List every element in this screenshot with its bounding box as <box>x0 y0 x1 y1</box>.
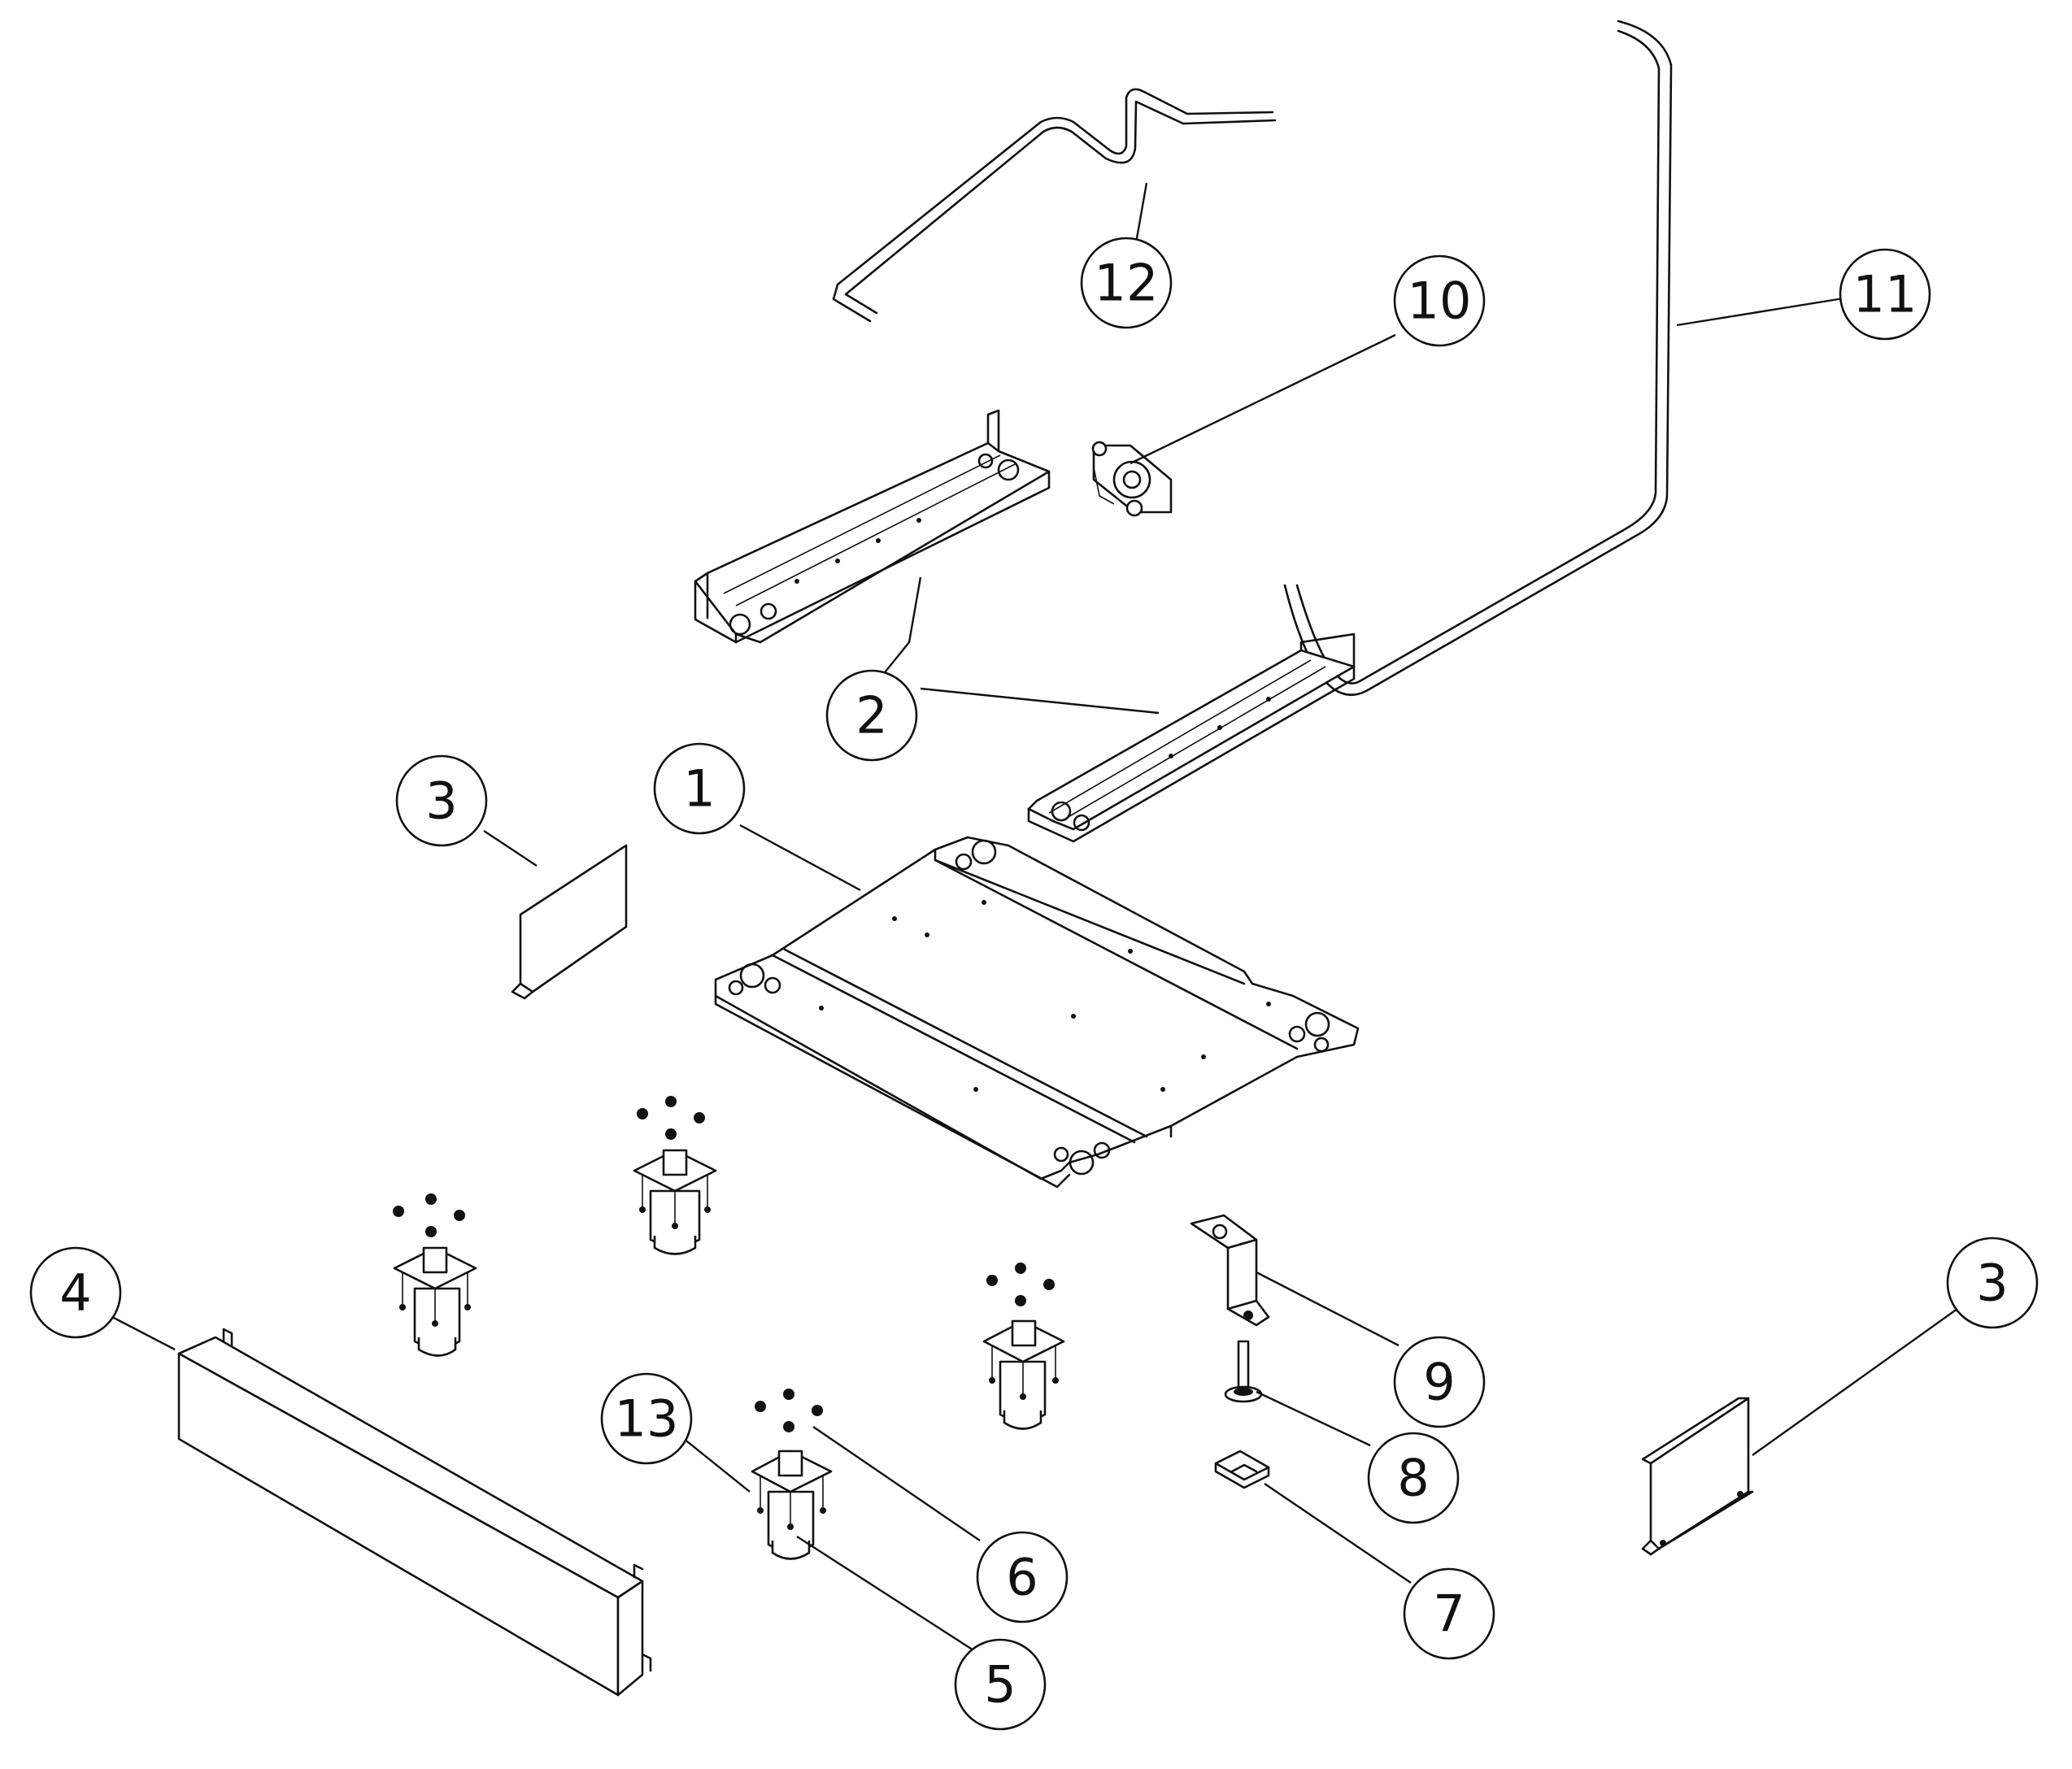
part-8-leveling-foot <box>1224 1340 1263 1403</box>
callout-1-label: 1 <box>683 759 715 819</box>
callout-8: 8 <box>1367 1432 1460 1524</box>
part-2-rail-lower <box>1027 632 1356 843</box>
leg-assembly-2 <box>393 1193 477 1357</box>
leg-assembly-1 <box>633 1096 717 1255</box>
callout-4: 4 <box>29 1246 122 1339</box>
callout-10-label: 10 <box>1408 272 1472 331</box>
callout-3-left-label: 3 <box>425 771 457 831</box>
callout-9: 9 <box>1393 1336 1486 1428</box>
callout-2-label: 2 <box>855 686 887 745</box>
part-1-base-plate <box>714 836 1360 1189</box>
callout-6-label: 6 <box>1006 1548 1038 1607</box>
callout-10: 10 <box>1393 254 1486 347</box>
callout-9-label: 9 <box>1423 1353 1455 1412</box>
callout-13: 13 <box>600 1372 693 1465</box>
callout-13-label: 13 <box>615 1389 679 1449</box>
callout-7-label: 7 <box>1433 1584 1465 1644</box>
part-10-switch-bracket <box>1091 441 1173 517</box>
callout-11: 11 <box>1839 248 1931 341</box>
callout-5-label: 5 <box>984 1655 1016 1715</box>
part-3-side-panel-left <box>511 844 628 1000</box>
callout-6: 6 <box>976 1531 1069 1623</box>
callout-2: 2 <box>825 669 918 762</box>
callout-12: 12 <box>1080 237 1173 329</box>
callout-3-right-label: 3 <box>1976 1254 2008 1313</box>
callout-1: 1 <box>653 742 746 835</box>
part-11-long-rod <box>1283 20 1673 696</box>
callout-3-left: 3 <box>395 754 488 847</box>
part-7-clip <box>1214 1450 1270 1489</box>
leg-assembly-3 <box>982 1263 1065 1430</box>
part-3-side-panel-right <box>1641 1397 1754 1556</box>
leg-assembly-4 <box>751 1389 833 1560</box>
callout-8-label: 8 <box>1397 1449 1429 1508</box>
part-9-bracket <box>1190 1214 1270 1327</box>
callout-7: 7 <box>1403 1567 1495 1660</box>
callout-4-label: 4 <box>59 1263 91 1323</box>
part-2-rail-upper <box>694 409 1051 644</box>
callout-3-right: 3 <box>1946 1237 2039 1329</box>
callout-5: 5 <box>954 1638 1047 1731</box>
part-12-bent-rod <box>832 88 1277 323</box>
callout-12-label: 12 <box>1095 254 1159 313</box>
callout-11-label: 11 <box>1853 265 1917 324</box>
part-4-front-panel <box>177 1328 652 1697</box>
